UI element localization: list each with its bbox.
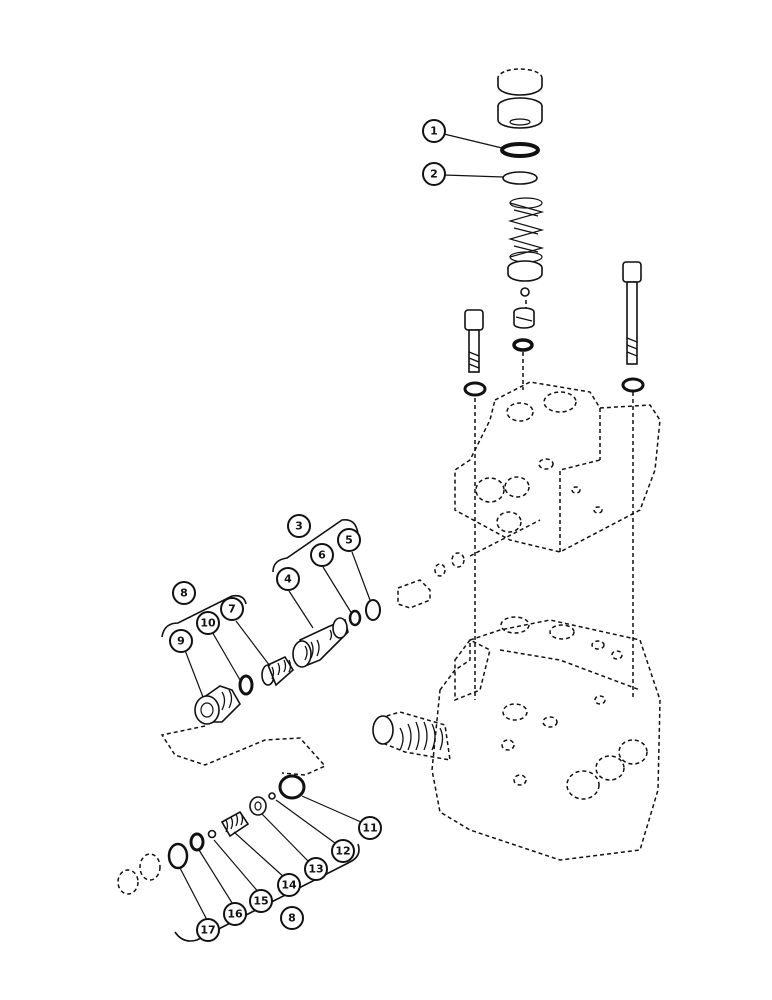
svg-text:10: 10 [200,617,216,630]
svg-text:1: 1 [430,125,438,138]
svg-text:7: 7 [228,603,236,616]
svg-text:13: 13 [308,863,323,876]
callout-13: 13 [304,857,328,881]
ring-10 [238,674,254,696]
callout-7: 7 [220,597,244,621]
callout-2: 2 [422,162,446,186]
bracket-8-top [161,594,247,638]
ball-15 [207,829,217,839]
svg-text:8: 8 [180,587,188,600]
callout-12: 12 [331,839,355,863]
bracket-8-bottom [174,843,360,942]
spring-seat [507,260,543,282]
callout-16: 16 [223,902,247,926]
callout-9: 9 [169,629,193,653]
callout-5: 5 [337,528,361,552]
callout-3: 3 [287,514,311,538]
svg-text:8: 8 [288,912,296,925]
svg-text:3: 3 [295,520,303,533]
leader-lines [179,133,504,921]
callout-6: 6 [310,543,334,567]
svg-text:5: 5 [345,534,353,547]
poppet [513,307,535,329]
spring-14 [220,810,250,838]
callout-8-bottom: 8 [280,906,304,930]
callout-10: 10 [196,611,220,635]
callout-1: 1 [422,119,446,143]
backup-ring-2 [502,171,538,185]
svg-text:16: 16 [227,908,243,921]
group-connector [160,725,327,776]
callout-4: 4 [276,567,300,591]
bracket-3 [272,518,359,573]
callout-17: 17 [196,918,220,942]
o-ring-1 [500,142,540,158]
upper-valve-section [454,381,661,553]
ring-6 [348,609,362,627]
ring-5 [365,599,381,621]
end-caps [117,853,161,895]
svg-text:17: 17 [200,924,215,937]
callout-15: 15 [249,889,273,913]
top-cap-stack [497,68,543,129]
ring-11 [278,774,306,800]
ball-12 [268,792,276,800]
callout-11: 11 [358,816,382,840]
seat-13 [249,796,267,816]
callout-8-top: 8 [172,581,196,605]
small-o-ring [512,338,534,352]
cartridge-body-4 [292,617,349,668]
svg-text:2: 2 [430,168,438,181]
bolt-left [463,309,487,397]
ring-16 [189,832,205,852]
callout-14: 14 [277,873,301,897]
ring-17 [167,842,189,870]
svg-text:4: 4 [284,573,292,586]
spring-top [507,197,545,263]
ball [520,287,530,297]
bolt-right [621,261,645,393]
svg-text:14: 14 [281,879,297,892]
svg-text:15: 15 [253,895,268,908]
lower-valve-section [431,616,661,861]
svg-text:11: 11 [362,822,377,835]
svg-text:12: 12 [335,845,350,858]
plug-9 [194,685,241,725]
spool-end [372,711,451,761]
svg-text:6: 6 [318,549,326,562]
alignment-lines [474,300,634,700]
adapter-fitting [397,519,541,609]
svg-text:9: 9 [177,635,185,648]
poppet-7 [261,655,295,687]
